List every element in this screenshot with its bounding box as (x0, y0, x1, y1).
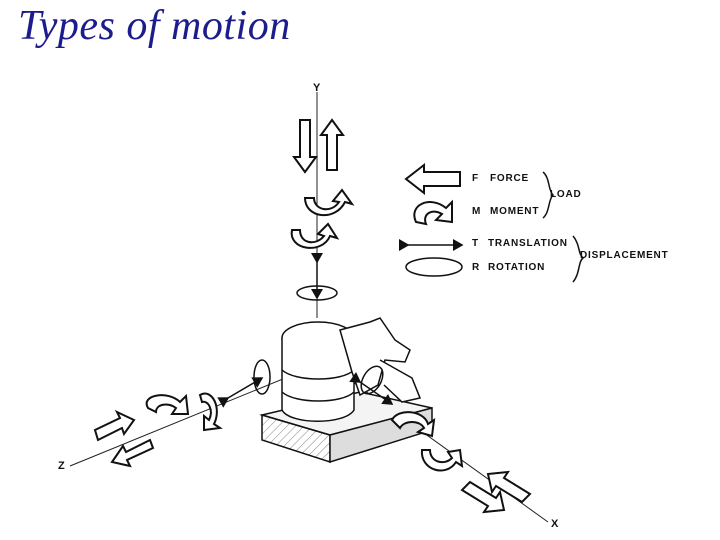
legend-displacement-label: DISPLACEMENT (580, 250, 669, 261)
y-force-up-arrow (319, 118, 345, 171)
x-axis-label: X (551, 518, 559, 530)
x-moment-a (390, 411, 436, 438)
legend-force-label: FORCE (490, 173, 529, 184)
legend-force-letter: F (472, 173, 479, 184)
legend-moment-label: MOMENT (490, 206, 540, 217)
z-force-arrow-b (110, 438, 155, 468)
legend-braces (542, 171, 585, 283)
z-axis-group (93, 392, 223, 468)
z-moment-b (198, 392, 223, 432)
y-rotation-ellipse (296, 285, 338, 301)
z-translation-arrow (217, 377, 264, 408)
y-moment-upper (303, 188, 355, 217)
x-moment-b (420, 448, 464, 472)
x-axis-group (390, 411, 532, 514)
load-brace (542, 171, 555, 219)
slide-title: Types of motion (18, 3, 291, 49)
legend-translation-letter: T (472, 238, 479, 249)
legend-rotation-icon (405, 257, 463, 277)
legend-load-label: LOAD (550, 189, 582, 200)
x-translation-arrow (349, 371, 394, 405)
legend-rotation-label: ROTATION (488, 262, 546, 273)
x-rotation-ellipse (360, 365, 384, 395)
z-rotation-ellipse (253, 359, 271, 395)
legend-moment-letter: M (472, 206, 482, 217)
legend-force-icon (404, 162, 461, 196)
z-force-arrow-a (93, 409, 136, 442)
legend-symbols (399, 162, 464, 277)
x-force-arrow-a (460, 480, 506, 514)
y-force-down-arrow (292, 119, 318, 174)
y-force-arrows (292, 118, 345, 174)
legend-moment-icon (413, 199, 453, 226)
displacement-brace (572, 235, 585, 283)
z-axis-label: Z (58, 460, 65, 472)
legend-translation-label: TRANSLATION (488, 238, 568, 249)
z-moment-a (145, 393, 190, 415)
y-axis-label: Y (313, 82, 321, 94)
y-moments (290, 188, 355, 249)
x-force-arrow-b (486, 470, 532, 504)
y-moment-lower (290, 222, 340, 249)
legend-rotation-letter: R (472, 262, 481, 273)
spinous-process (379, 359, 422, 403)
vertebra-specimen (259, 317, 433, 464)
